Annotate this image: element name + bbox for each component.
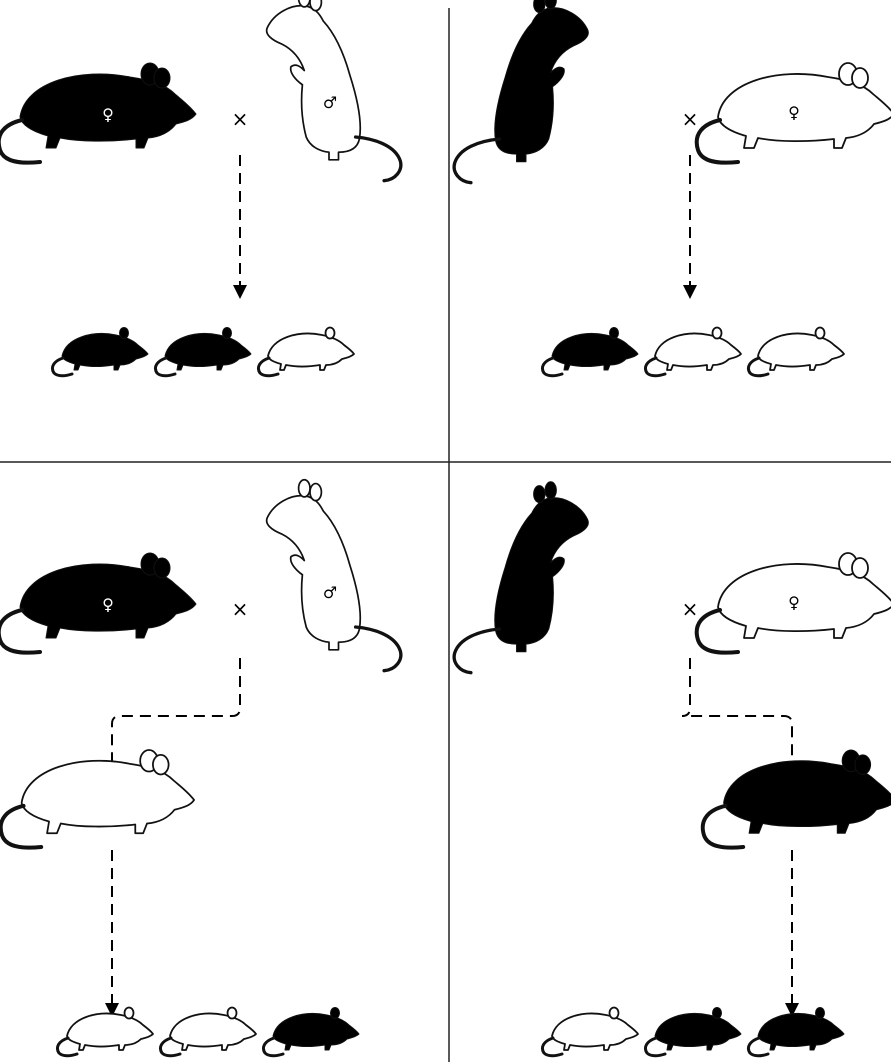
offspring-mouse-2 [643, 1006, 743, 1058]
sex-symbol-left: ♂ [571, 85, 585, 104]
sex-symbol-left: ♂ [571, 575, 585, 594]
parent-mouse-left [0, 61, 198, 165]
offspring-mouse-2 [643, 326, 743, 378]
offspring-mouse-3 [256, 326, 356, 378]
offspring-mouse-3 [746, 1006, 846, 1058]
offspring-mouse-3 [746, 326, 846, 378]
arrow-to-intermediate [105, 658, 241, 805]
offspring-mouse-1 [55, 1006, 155, 1058]
sex-symbol-right: ♀ [788, 593, 800, 612]
parent-mouse-left [452, 0, 591, 185]
sex-symbol-right: ♂ [323, 93, 337, 112]
quadrant-top-right: ♂ × ♀ [452, 0, 891, 378]
quadrant-bottom-right: ♂ × ♀ [452, 480, 891, 1058]
offspring-mouse-3 [261, 1006, 361, 1058]
offspring-mouse-1 [540, 326, 640, 378]
offspring-mouse-2 [158, 1006, 258, 1058]
cross-symbol: × [682, 107, 699, 131]
offspring-mouse-1 [50, 326, 150, 378]
intermediate-mouse [0, 748, 197, 850]
sex-symbol-left: ♀ [102, 595, 114, 614]
sex-symbol-right: ♂ [323, 583, 337, 602]
sex-symbol-left: ♀ [102, 105, 114, 124]
arrow-to-intermediate [681, 658, 799, 805]
offspring-mouse-2 [153, 326, 253, 378]
parent-mouse-left [0, 551, 198, 655]
sex-symbol-right: ♀ [788, 103, 800, 122]
cross-symbol: × [232, 107, 249, 131]
cross-symbol: × [232, 597, 249, 621]
quadrant-top-left: ♀ × ♂ [0, 0, 403, 378]
intermediate-mouse [700, 748, 891, 850]
parent-mouse-right [264, 478, 403, 673]
quadrant-bottom-left: ♀ × ♂ [0, 478, 403, 1058]
cross-symbol: × [682, 597, 699, 621]
offspring-mouse-1 [540, 1006, 640, 1058]
parent-mouse-right [264, 0, 403, 183]
parent-mouse-left [452, 480, 591, 675]
